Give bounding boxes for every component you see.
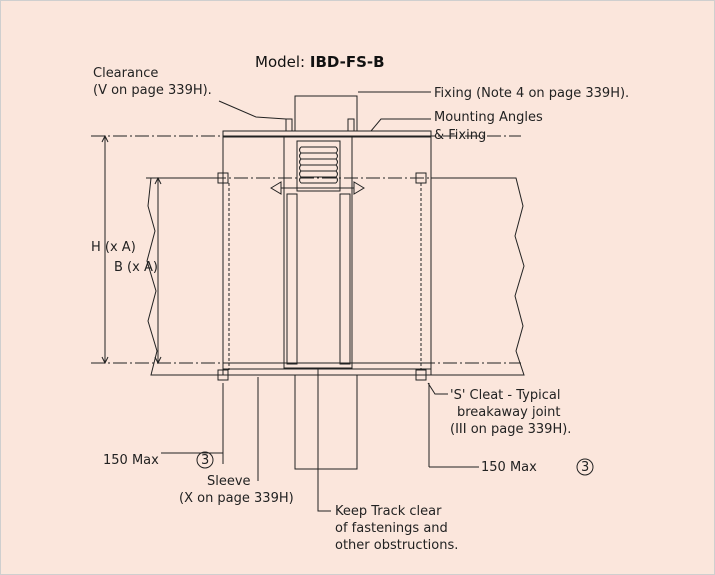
damper-track-right xyxy=(339,193,351,365)
keep-track-label-2: of fastenings and xyxy=(335,521,448,536)
callout-circle-left xyxy=(196,451,214,469)
latch-right xyxy=(353,181,365,195)
leader-max-left xyxy=(161,383,224,464)
mounting-angles-label: Mounting Angles xyxy=(434,110,543,125)
model-title: Model: IBD-FS-B xyxy=(255,53,385,71)
s-cleat-label-1: 'S' Cleat - Typical xyxy=(450,388,560,403)
max-right-label: 150 Max xyxy=(481,460,537,475)
sleeve-ref: (X on page 339H) xyxy=(179,491,294,506)
mounting-fixing-label: & Fixing xyxy=(434,128,486,143)
s-cleat-label-2: breakaway joint xyxy=(457,405,560,420)
clearance-ref: (V on page 339H). xyxy=(93,83,212,98)
callout-num-left: 3 xyxy=(201,453,209,468)
clearance-label: Clearance xyxy=(93,66,158,81)
callout-num-right: 3 xyxy=(581,460,589,475)
leader-s-cleat xyxy=(427,382,448,395)
leader-keep-track xyxy=(317,368,331,512)
sleeve-body xyxy=(222,135,432,376)
leader-max-right xyxy=(428,383,479,468)
leader-mounting xyxy=(370,118,431,132)
keep-track-label-3: other obstructions. xyxy=(335,538,458,553)
s-cleat-label-3: (III on page 339H). xyxy=(450,422,571,437)
h-dimension-label: H (x A) xyxy=(91,240,136,255)
damper-track-left xyxy=(286,193,298,365)
leader-clearance xyxy=(218,100,287,120)
mounting-angle-top xyxy=(222,130,432,138)
keep-track-label-1: Keep Track clear xyxy=(335,504,442,519)
s-cleat-bottom-left xyxy=(217,369,229,381)
blade-coil xyxy=(301,146,336,184)
fixing-bolt-left xyxy=(285,118,293,132)
folded-blade-stack xyxy=(296,140,341,192)
max-left-label: 150 Max xyxy=(103,453,159,468)
right-duct xyxy=(430,177,525,376)
concrete-wall-bottom xyxy=(294,374,358,470)
latch-left xyxy=(270,181,282,195)
mounting-angle-bottom xyxy=(222,362,432,370)
sleeve-label: Sleeve xyxy=(207,474,251,489)
callout-circle-right xyxy=(576,458,594,476)
fixing-label: Fixing (Note 4 on page 339H). xyxy=(434,86,629,101)
b-dimension-label: B (x A) xyxy=(114,260,158,275)
fixing-bolt-right xyxy=(347,118,355,132)
